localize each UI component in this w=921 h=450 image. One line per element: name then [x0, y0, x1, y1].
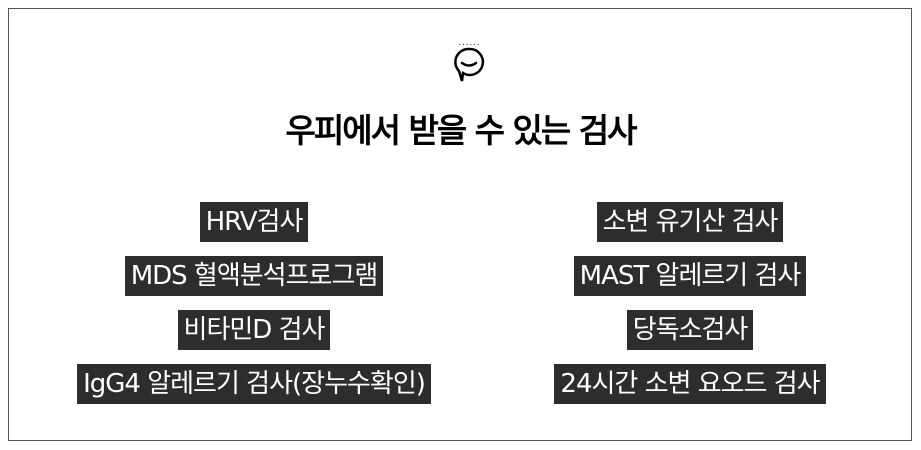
test-item: MAST 알레르기 검사 — [460, 249, 920, 303]
test-item: 비타민D 검사 — [24, 303, 484, 357]
speech-bubble-smile-logo-icon: • • • • • • — [454, 42, 485, 82]
test-label: 24시간 소변 요오드 검사 — [554, 364, 826, 404]
test-item: HRV검사 — [24, 195, 484, 249]
page-title: 우피에서 받을 수 있는 검사 — [285, 111, 638, 150]
test-label: 비타민D 검사 — [177, 310, 331, 350]
content-frame — [8, 8, 912, 441]
test-label: MDS 혈액분석프로그램 — [124, 256, 384, 296]
test-item: MDS 혈액분석프로그램 — [24, 249, 484, 303]
test-label: HRV검사 — [199, 202, 309, 242]
test-item: 소변 유기산 검사 — [460, 195, 920, 249]
test-item: 24시간 소변 요오드 검사 — [460, 357, 920, 411]
right-test-list: 소변 유기산 검사 MAST 알레르기 검사 당독소검사 24시간 소변 요오드… — [460, 195, 920, 411]
test-label: 당독소검사 — [626, 310, 754, 350]
test-label: MAST 알레르기 검사 — [573, 256, 807, 296]
test-label: 소변 유기산 검사 — [596, 202, 784, 242]
test-item: 당독소검사 — [460, 303, 920, 357]
test-label: IgG4 알레르기 검사(장누수확인) — [77, 364, 431, 404]
left-test-list: HRV검사 MDS 혈액분석프로그램 비타민D 검사 IgG4 알레르기 검사(… — [24, 195, 484, 411]
svg-text:• • • • • •: • • • • • • — [459, 42, 480, 47]
test-item: IgG4 알레르기 검사(장누수확인) — [24, 357, 484, 411]
